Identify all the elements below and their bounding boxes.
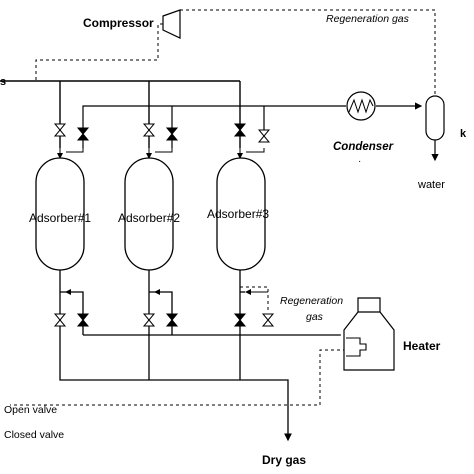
valve-top-b3[interactable] [257,129,271,143]
valve-top-b2[interactable] [165,127,179,141]
condenser-symbol [346,91,376,121]
knockout-drum-symbol [425,95,445,162]
water-label: water [417,179,445,191]
feed-header [0,80,241,148]
compressor-label: Compressor [83,16,154,30]
legend-open-valve: Open valve [4,404,57,416]
valve-bottom-b1[interactable] [76,313,90,327]
condenser-label: Condenser [333,141,394,153]
valve-top-a2[interactable] [142,123,156,137]
heater-label: Heater [403,339,441,353]
valve-bottom-b2[interactable] [165,313,179,327]
inlet-mark: s [0,76,6,88]
condenser-dot: · [358,156,361,167]
adsorber-3-vessel [216,157,266,271]
valve-bottom-a3[interactable] [233,313,247,327]
knockout-mark: k [460,128,467,140]
valve-top-a1[interactable] [53,123,67,137]
regeneration-gas-label-line1: Regeneration [280,295,343,307]
valve-bottom-b3[interactable] [261,313,275,327]
valve-top-b1[interactable] [76,127,90,141]
heater-symbol [343,297,395,371]
regeneration-gas-label-line2: gas [306,311,324,323]
adsorber-3-label: Adsorber#3 [207,207,269,221]
adsorber-1-label: Adsorber#1 [29,211,91,225]
valve-top-a3[interactable] [233,123,247,137]
compressor-symbol [162,9,181,39]
adsorber-inlet-connectors [57,148,265,159]
dry-gas-label: Dry gas [262,453,306,467]
regeneration-gas-top-label: Regeneration gas [326,13,410,25]
valve-bottom-a1[interactable] [53,313,67,327]
adsorber-2-label: Adsorber#2 [118,211,180,225]
legend-closed-valve: Closed valve [4,429,64,441]
valve-bottom-a2[interactable] [142,313,156,327]
regeneration-gas-supply-dashed [10,286,346,406]
regeneration-gas-return-line [35,9,436,94]
